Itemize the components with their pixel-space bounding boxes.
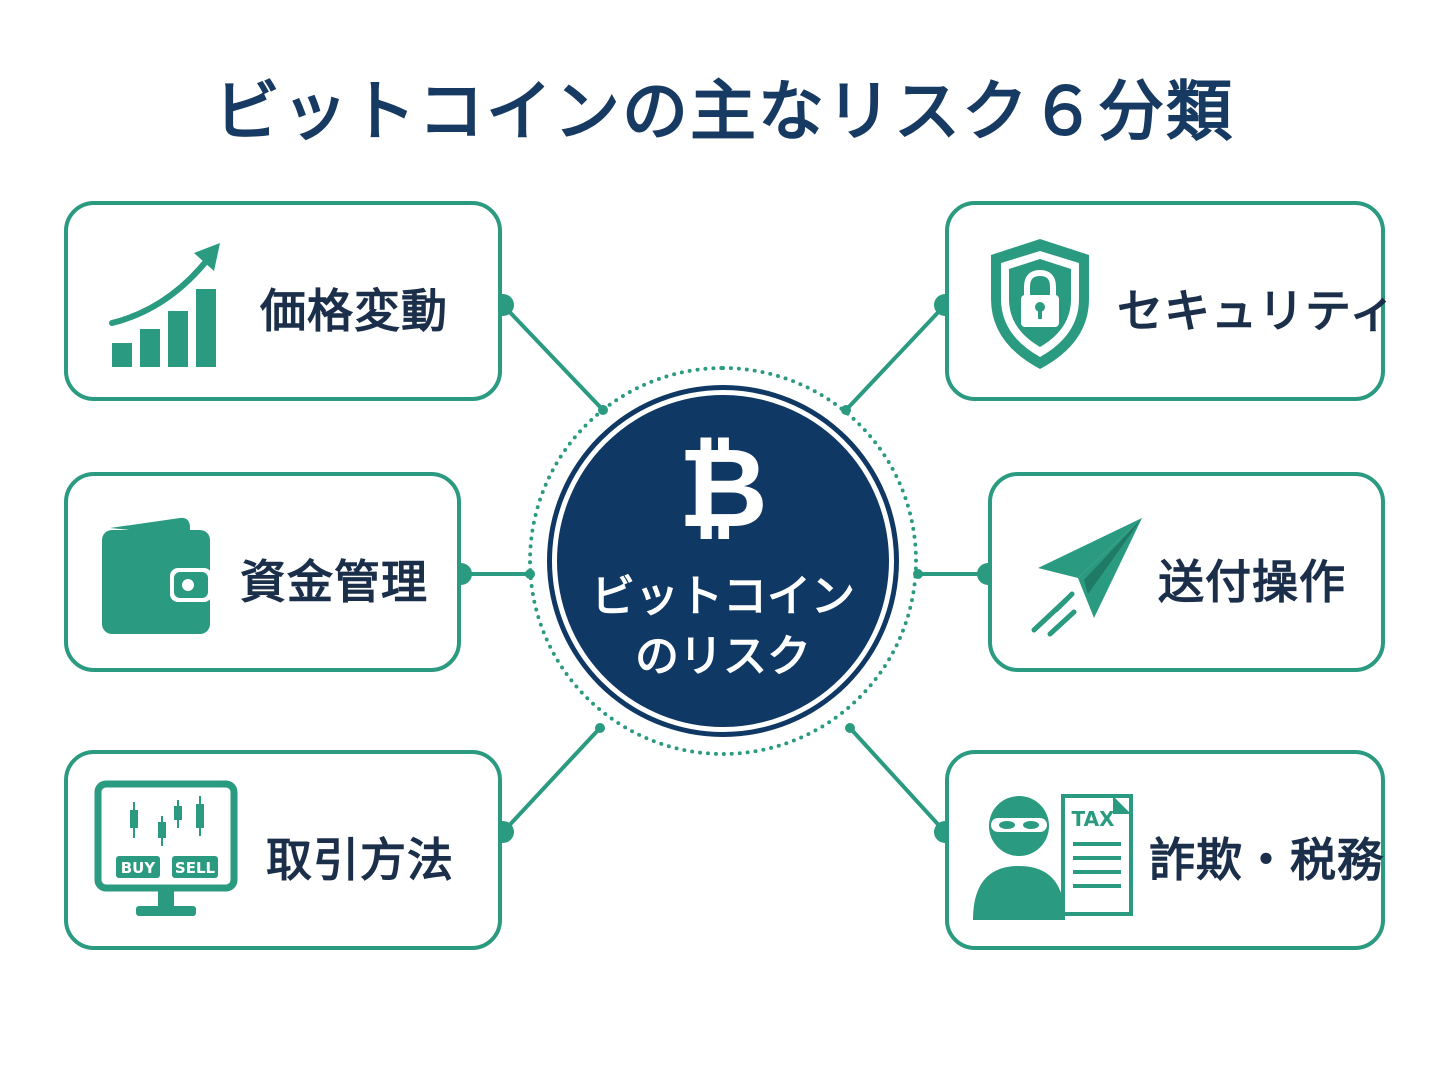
shield-lock-icon <box>991 239 1089 369</box>
connector-fraud <box>848 726 947 834</box>
bitcoin-icon: ₿ <box>678 424 768 552</box>
category-card-security: セキュリティ <box>945 201 1395 401</box>
connector-dot <box>595 723 605 733</box>
connector-trading <box>501 726 602 834</box>
tax-label: TAX <box>1072 807 1116 831</box>
category-label: 送付操作 <box>1158 555 1346 609</box>
category-card-funds: 資金管理 <box>64 472 461 672</box>
center-label: ビットコイン のリスク <box>557 567 889 687</box>
center-dotted-ring <box>528 366 918 756</box>
sell-button-label: SELL <box>175 859 216 877</box>
category-card-fraud-tax: TAX 詐欺・税務 <box>945 750 1385 950</box>
paper-plane-icon <box>1031 518 1142 637</box>
connector-security <box>844 303 947 412</box>
category-label: 価格変動 <box>260 284 448 338</box>
category-label: 取引方法 <box>266 833 454 887</box>
buy-button-label: BUY <box>121 859 157 877</box>
center-hub: ₿ ビットコイン のリスク <box>552 390 894 732</box>
category-card-trading: BUY SELL 取引方法 <box>64 750 502 950</box>
category-label: セキュリティ <box>1117 284 1397 338</box>
trading-monitor-icon: BUY SELL <box>94 780 238 916</box>
category-label: 資金管理 <box>240 555 428 609</box>
connector-price <box>501 303 605 412</box>
page-title: ビットコインの主なリスク６分類 <box>214 73 1234 150</box>
growth-chart-icon <box>109 243 220 367</box>
category-card-price: 価格変動 <box>64 201 502 401</box>
fraud-tax-icon: TAX <box>973 794 1133 920</box>
category-label: 詐欺・税務 <box>1149 833 1384 887</box>
wallet-icon <box>102 517 212 634</box>
connector-dot <box>845 723 855 733</box>
center-label-line1: ビットコイン <box>591 571 855 622</box>
category-card-sending: 送付操作 <box>988 472 1385 672</box>
center-label-line2: のリスク <box>635 631 811 682</box>
